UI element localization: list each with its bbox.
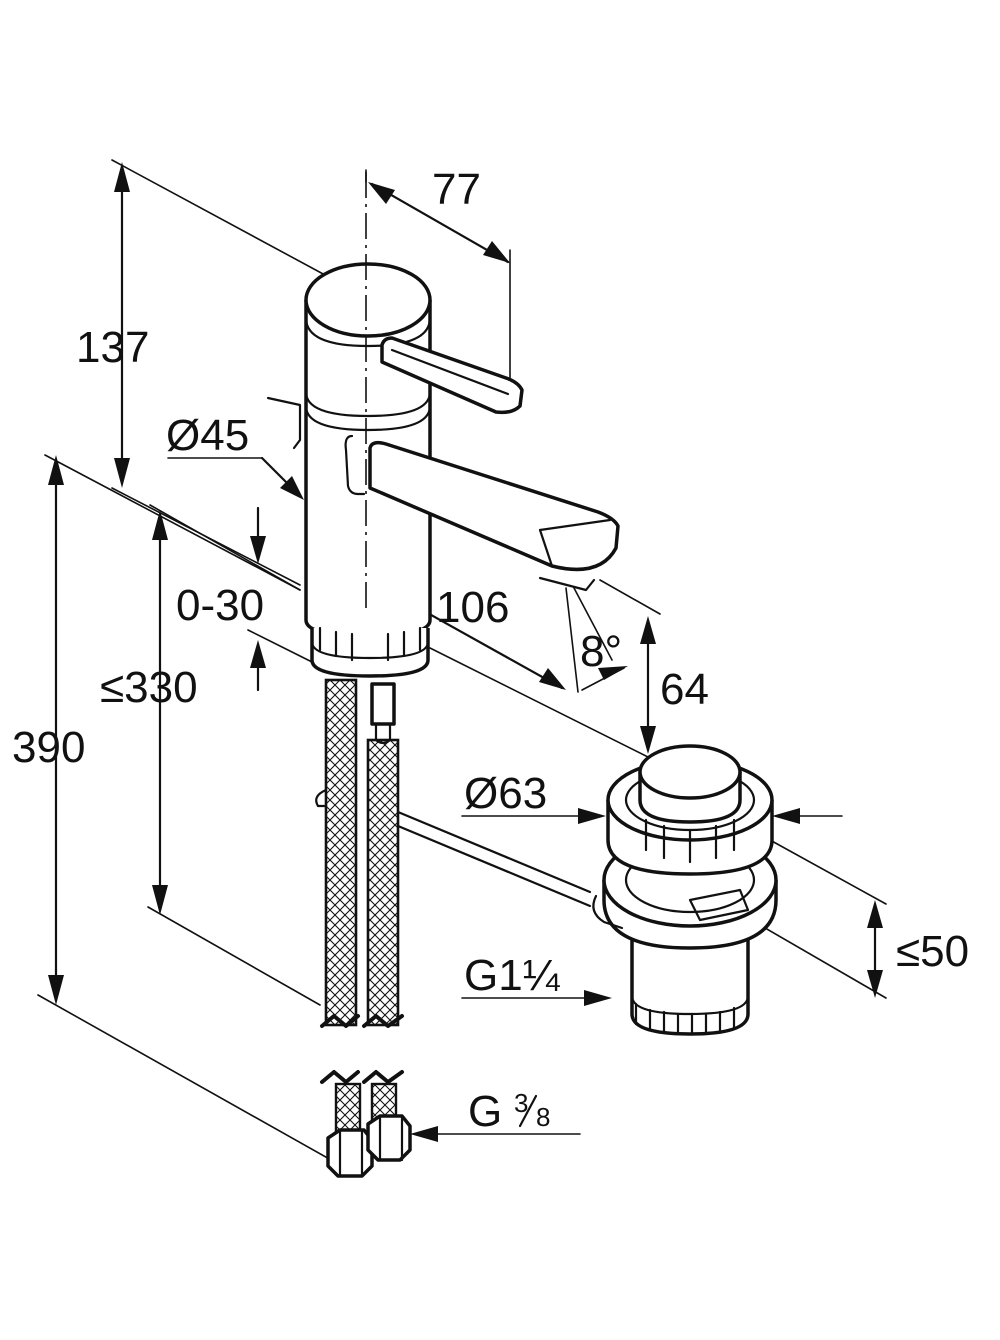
thread-denominator: 8 xyxy=(536,1102,550,1132)
waste-valve xyxy=(592,744,778,1036)
dimension-lines xyxy=(37,159,887,1166)
dim-max-50: ≤50 xyxy=(896,927,969,976)
dim-390: 390 xyxy=(12,723,85,772)
dim-diameter-45: Ø45 xyxy=(166,411,249,460)
thread-g-3-8: G 3 8 xyxy=(468,1087,550,1136)
dim-0-30: 0-30 xyxy=(176,581,264,630)
dim-106: 106 xyxy=(436,583,509,632)
thread-g1-quarter: G1¼ xyxy=(464,951,561,1000)
dim-77: 77 xyxy=(432,165,481,214)
dim-max-330: ≤330 xyxy=(100,663,198,712)
faucet-body xyxy=(266,262,620,745)
dim-8-degrees: 8° xyxy=(580,627,622,676)
dim-diameter-63: Ø63 xyxy=(464,769,547,818)
thread-numerator: 3 xyxy=(514,1088,528,1118)
dim-137: 137 xyxy=(76,323,149,372)
thread-g-letter: G xyxy=(468,1087,502,1136)
supply-hoses xyxy=(315,678,412,1178)
dimension-labels: 77 137 Ø45 0-30 106 8° 64 ≤330 390 Ø63 ≤… xyxy=(12,165,969,1136)
dim-64: 64 xyxy=(660,665,709,714)
pop-up-rod xyxy=(396,810,592,908)
